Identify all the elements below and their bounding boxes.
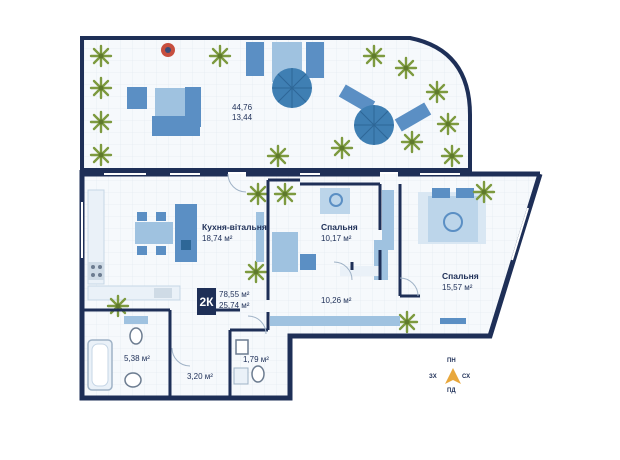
outdoor-sofa-side bbox=[185, 87, 201, 127]
sunbed bbox=[338, 84, 376, 114]
bedroom2-name: Спальня bbox=[442, 271, 479, 281]
terrace-area-2: 13,44 bbox=[232, 113, 253, 122]
plant-icon bbox=[244, 260, 268, 284]
corridor-area: 3,20 м² bbox=[187, 372, 213, 381]
plant-icon bbox=[362, 44, 386, 68]
wardrobe bbox=[382, 190, 394, 250]
pillow bbox=[432, 188, 450, 198]
hall-area: 10,26 м² bbox=[321, 296, 352, 305]
plant-icon bbox=[89, 76, 113, 100]
bedroom1-name: Спальня bbox=[321, 222, 358, 232]
chair bbox=[300, 254, 316, 270]
toilet bbox=[129, 327, 143, 345]
terrace bbox=[80, 36, 472, 172]
kitchen-name: Кухня-вітальня bbox=[202, 222, 267, 232]
plant-icon bbox=[273, 182, 297, 206]
chair bbox=[156, 246, 166, 255]
stove bbox=[88, 262, 104, 280]
kitchen-furniture bbox=[87, 182, 270, 318]
plant-icon bbox=[394, 56, 418, 80]
chair bbox=[246, 58, 264, 76]
plant-icon bbox=[246, 182, 270, 206]
plant-icon bbox=[400, 130, 424, 154]
compass-east: СХ bbox=[462, 374, 471, 380]
kitchen-area: 18,74 м² bbox=[202, 234, 233, 243]
kitchen-counter bbox=[87, 189, 105, 285]
bedroom2-furniture bbox=[382, 180, 496, 334]
chair bbox=[137, 246, 147, 255]
bathroom-area: 5,38 м² bbox=[124, 354, 150, 363]
room-count: 2К bbox=[199, 294, 214, 309]
boiler bbox=[233, 367, 249, 385]
sink bbox=[154, 288, 172, 298]
chair bbox=[137, 212, 147, 221]
plant-icon bbox=[89, 143, 113, 167]
chair bbox=[156, 212, 166, 221]
compass-west: ЗХ bbox=[429, 374, 437, 380]
plant-icon bbox=[472, 180, 496, 204]
sofa bbox=[175, 204, 197, 262]
wardrobe bbox=[270, 316, 400, 326]
toilet bbox=[251, 365, 265, 383]
plant-icon bbox=[436, 112, 460, 136]
bed bbox=[320, 188, 350, 214]
washbasin bbox=[124, 372, 142, 388]
desk bbox=[272, 232, 298, 272]
sunbed bbox=[394, 102, 432, 132]
pillow bbox=[456, 188, 474, 198]
chair bbox=[246, 42, 264, 60]
total-area: 78,55 м² bbox=[219, 290, 250, 299]
room-count-badge: 2К bbox=[197, 288, 216, 315]
living-area: 25,74 м² bbox=[219, 301, 250, 310]
plant-icon bbox=[208, 44, 232, 68]
bed bbox=[428, 196, 478, 242]
bathroom-fixtures bbox=[87, 316, 148, 391]
doors bbox=[171, 173, 419, 367]
compass bbox=[445, 368, 461, 384]
wc-area: 1,79 м² bbox=[243, 355, 269, 364]
plant-icon bbox=[89, 44, 113, 68]
windows bbox=[81, 173, 529, 261]
terrace-area-1: 44,76 bbox=[232, 103, 253, 112]
plant-icon bbox=[266, 144, 290, 168]
bedroom1-area: 10,17 м² bbox=[321, 234, 352, 243]
compass-arrow-icon bbox=[445, 368, 461, 384]
compass-north: ПН bbox=[447, 358, 456, 364]
umbrella-icon bbox=[353, 104, 395, 146]
dining-table bbox=[135, 222, 173, 244]
plant-icon bbox=[425, 80, 449, 104]
washbasin bbox=[235, 339, 249, 355]
chair bbox=[306, 60, 324, 78]
dresser bbox=[440, 318, 466, 324]
umbrella-icon bbox=[271, 67, 313, 109]
plant-icon bbox=[89, 110, 113, 134]
bedroom2-area: 15,57 м² bbox=[442, 283, 473, 292]
chair bbox=[306, 42, 324, 60]
compass-south: ПД bbox=[447, 388, 456, 394]
armchair bbox=[127, 87, 147, 109]
plant-icon bbox=[330, 136, 354, 160]
bedroom1-furniture bbox=[244, 182, 388, 284]
wc-fixtures bbox=[233, 339, 265, 385]
plant-icon bbox=[440, 144, 464, 168]
plant-icon bbox=[106, 294, 130, 318]
hall-furniture bbox=[270, 266, 400, 326]
tv-stand bbox=[256, 212, 264, 262]
